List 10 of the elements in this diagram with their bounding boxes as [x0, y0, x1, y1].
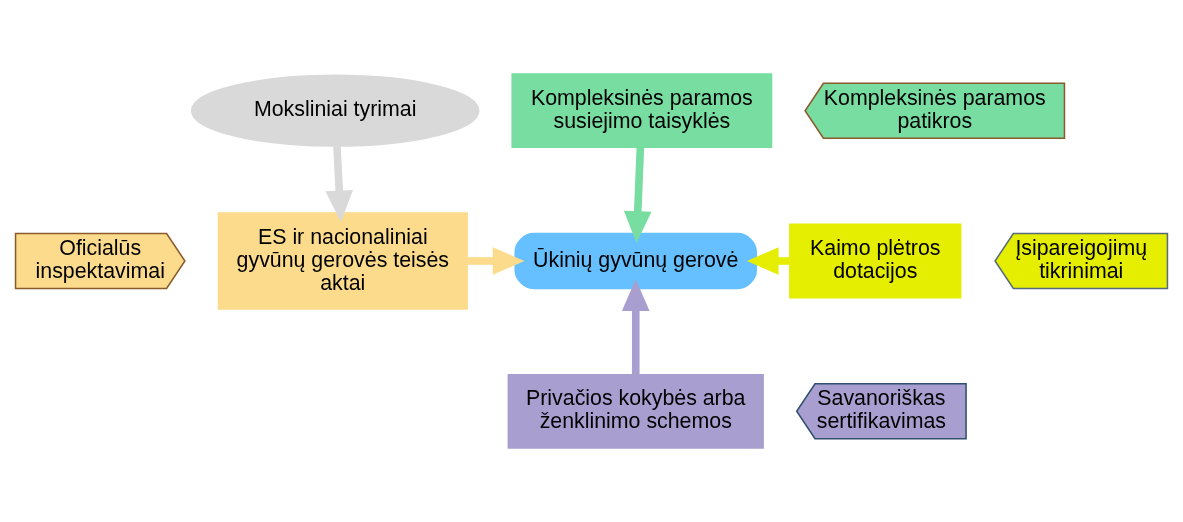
node-ellipse: Moksliniai tyrimai: [190, 74, 480, 147]
arrow: [467, 247, 525, 275]
arrow: [621, 279, 650, 375]
node-box: ES ir nacionaliniai gyvūnų gerovės teisės aktai: [217, 212, 468, 310]
arrow: [623, 147, 652, 243]
arrow: [325, 146, 354, 223]
node-box: Kaimo plėtros dotacijos: [789, 223, 962, 299]
node-box: Privačios kokybės arba ženklinimo schemos: [507, 373, 764, 449]
node-box: Ūkinių gyvūnų gerovė: [514, 232, 758, 290]
node-box: Kompleksinės paramos susiejimo taisyklės: [511, 73, 773, 149]
